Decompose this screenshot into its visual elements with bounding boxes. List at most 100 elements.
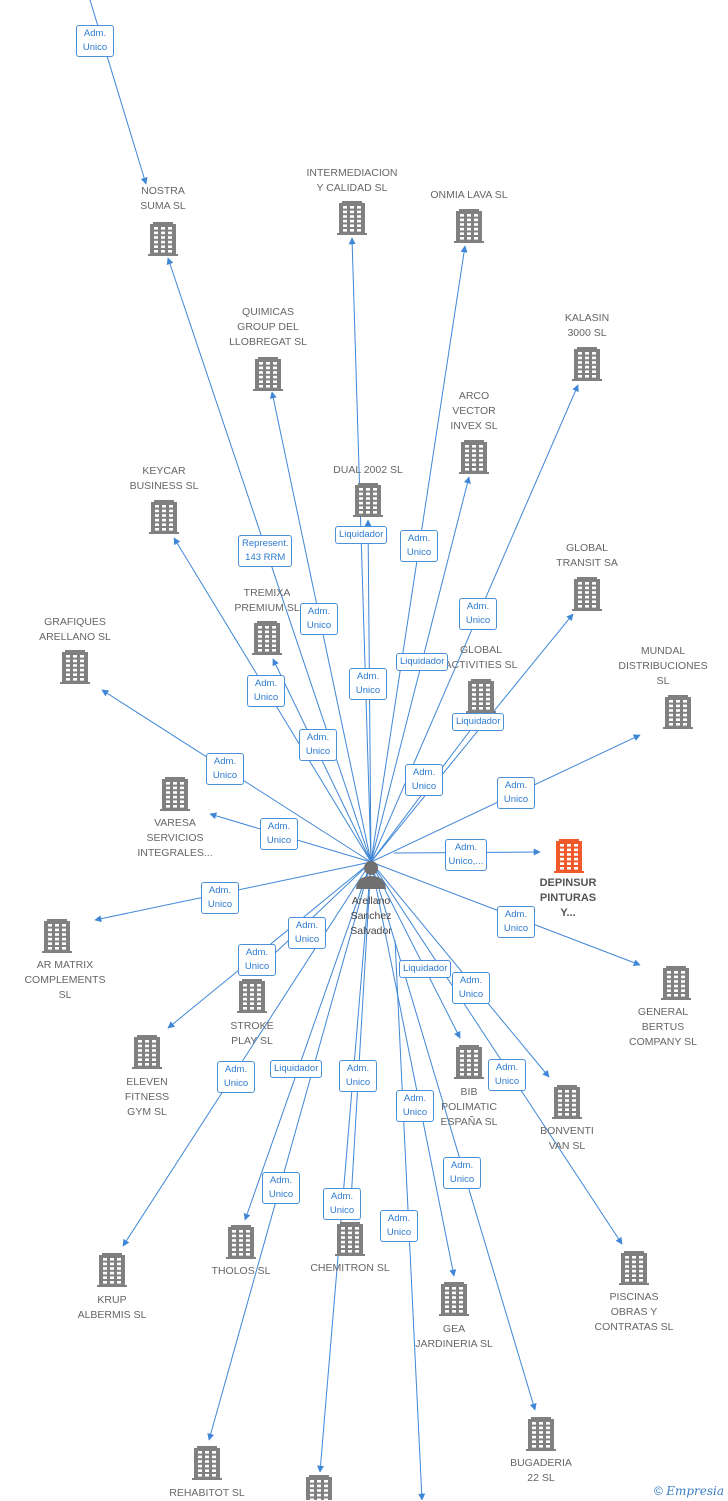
- edge-to-bib: [370, 861, 461, 1039]
- relation-label[interactable]: Adm. Unico: [400, 530, 438, 562]
- company-label-eleven[interactable]: ELEVEN FITNESS GYM SL: [124, 1076, 170, 1118]
- building-icon[interactable]: [661, 966, 691, 1000]
- building-icon[interactable]: [42, 919, 72, 953]
- building-icon[interactable]: [663, 695, 693, 729]
- relation-label[interactable]: Adm. Unico: [443, 1157, 481, 1189]
- company-label-quimicas[interactable]: QUIMICAS GROUP DEL LLOBREGAT SL: [229, 306, 307, 348]
- company-label-bib[interactable]: BIB POLIMATIC ESPAÑA SL: [440, 1086, 498, 1128]
- main-company-building-icon[interactable]: [554, 839, 584, 873]
- building-icon[interactable]: [237, 979, 267, 1013]
- relation-label[interactable]: Adm. Unico: [300, 603, 338, 635]
- relation-label[interactable]: Adm. Unico: [262, 1172, 300, 1204]
- edge-to-krup: [122, 861, 372, 1247]
- company-label-nostra[interactable]: NOSTRA SUMA SL: [140, 185, 186, 212]
- relation-label[interactable]: Adm. Unico: [206, 753, 244, 785]
- person-name[interactable]: Arellano Sanchez Salvador: [350, 895, 392, 937]
- company-label-stroke[interactable]: STROKE PLAY SL: [230, 1020, 274, 1047]
- relation-label[interactable]: Adm. Unico: [260, 818, 298, 850]
- edge-to-global_transit: [370, 613, 574, 863]
- relation-label[interactable]: Adm. Unico: [349, 668, 387, 700]
- building-icon[interactable]: [226, 1225, 256, 1259]
- edge-to-bonventi: [370, 861, 550, 1078]
- relation-label[interactable]: Adm. Unico: [497, 906, 535, 938]
- building-icon[interactable]: [459, 440, 489, 474]
- relation-label[interactable]: Adm. Unico: [497, 777, 535, 809]
- relation-label[interactable]: Adm. Unico,...: [444, 839, 488, 871]
- company-label-general_bertus[interactable]: GENERAL BERTUS COMPANY SL: [629, 1006, 697, 1048]
- company-label-keycar[interactable]: KEYCAR BUSINESS SL: [129, 465, 199, 492]
- building-icon[interactable]: [148, 222, 178, 256]
- relation-label[interactable]: Adm. Unico: [396, 1090, 434, 1122]
- relation-label[interactable]: Adm. Unico: [459, 598, 497, 630]
- relation-label[interactable]: Adm. Unico: [405, 764, 443, 796]
- building-icon[interactable]: [149, 500, 179, 534]
- edge-to-bugaderia: [370, 861, 537, 1411]
- building-icon[interactable]: [253, 357, 283, 391]
- relation-label[interactable]: Adm. Unico: [201, 882, 239, 914]
- company-label-arco[interactable]: ARCO VECTOR INVEX SL: [450, 390, 498, 432]
- company-label-dual[interactable]: DUAL 2002 SL: [333, 464, 403, 476]
- company-label-bonventi[interactable]: BONVENTI VAN SL: [540, 1125, 594, 1152]
- building-icon[interactable]: [160, 777, 190, 811]
- building-icon[interactable]: [192, 1446, 222, 1480]
- company-label-tremixa[interactable]: TREMIXA PREMIUM SL: [234, 587, 300, 614]
- relation-label[interactable]: Adm. Unico: [488, 1059, 526, 1091]
- building-icon[interactable]: [526, 1417, 556, 1451]
- building-icon[interactable]: [337, 201, 367, 235]
- building-icon[interactable]: [466, 679, 496, 713]
- company-label-varesa[interactable]: VARESA SERVICIOS INTEGRALES...: [137, 817, 213, 859]
- building-icon[interactable]: [335, 1222, 365, 1256]
- company-label-krup[interactable]: KRUP ALBERMIS SL: [77, 1294, 147, 1321]
- company-label-global_activities[interactable]: GLOBAL ACTIVITIES SL: [444, 644, 518, 671]
- relation-label[interactable]: Liquidador: [335, 526, 388, 544]
- building-icon[interactable]: [619, 1251, 649, 1285]
- building-icon[interactable]: [353, 483, 383, 517]
- company-label-grafiques[interactable]: GRAFIQUES ARELLANO SL: [39, 616, 111, 643]
- company-label-mundal[interactable]: MUNDAL DISTRIBUCIONES SL: [618, 645, 708, 687]
- main-company-name[interactable]: DEPINSUR PINTURAS Y...: [539, 877, 597, 919]
- relation-label[interactable]: Adm. Unico: [339, 1060, 377, 1092]
- relation-label[interactable]: Adm. Unico: [380, 1210, 418, 1242]
- building-icon[interactable]: [552, 1085, 582, 1119]
- edge-to-gea: [370, 861, 457, 1277]
- building-icon[interactable]: [572, 347, 602, 381]
- edge-to-piscinas: [370, 861, 623, 1245]
- relation-label[interactable]: Adm. Unico: [288, 917, 326, 949]
- company-label-gea[interactable]: GEA JARDINERIA SL: [415, 1323, 493, 1350]
- company-label-kalasin[interactable]: KALASIN 3000 SL: [564, 312, 610, 339]
- relation-label[interactable]: Adm. Unico: [247, 675, 285, 707]
- relation-label[interactable]: Liquidador: [270, 1060, 323, 1078]
- relation-label[interactable]: Adm. Unico: [76, 25, 114, 57]
- company-label-tholos[interactable]: THOLOS SL: [211, 1265, 271, 1277]
- building-icon[interactable]: [454, 209, 484, 243]
- company-label-rehabitot[interactable]: REHABITOT SL: [169, 1487, 245, 1499]
- relation-label[interactable]: Adm. Unico: [323, 1188, 361, 1220]
- company-label-ar_matrix[interactable]: AR MATRIX COMPLEMENTS SL: [24, 959, 106, 1001]
- company-label-global_transit[interactable]: GLOBAL TRANSIT SA: [556, 542, 618, 569]
- company-label-chemitron[interactable]: CHEMITRON SL: [310, 1262, 390, 1274]
- relation-label[interactable]: Liquidador: [399, 960, 452, 978]
- relation-label[interactable]: Represent. 143 RRM: [238, 535, 293, 567]
- company-label-onmia[interactable]: ONMIA LAVA SL: [430, 189, 508, 201]
- building-icon[interactable]: [304, 1475, 334, 1500]
- building-icon[interactable]: [60, 650, 90, 684]
- building-icon[interactable]: [454, 1045, 484, 1079]
- relation-label[interactable]: Adm. Unico: [299, 729, 337, 761]
- company-label-bugaderia[interactable]: BUGADERIA 22 SL: [510, 1457, 572, 1484]
- relation-label[interactable]: Adm. Unico: [238, 944, 276, 976]
- edge-to-chemitron: [346, 861, 372, 1219]
- building-icon[interactable]: [252, 621, 282, 655]
- building-icon[interactable]: [439, 1282, 469, 1316]
- copyright-footer[interactable]: © Empresia: [654, 1484, 724, 1498]
- person-icon[interactable]: [356, 861, 386, 889]
- relation-label[interactable]: Adm. Unico: [452, 972, 490, 1004]
- building-icon[interactable]: [572, 577, 602, 611]
- edge-to-bottom_unnamed: [317, 861, 372, 1473]
- relation-label[interactable]: Adm. Unico: [217, 1061, 255, 1093]
- relation-label[interactable]: Liquidador: [452, 713, 505, 731]
- building-icon[interactable]: [132, 1035, 162, 1069]
- company-label-intermediacion[interactable]: INTERMEDIACION Y CALIDAD SL: [306, 167, 398, 194]
- building-icon[interactable]: [97, 1253, 127, 1287]
- relation-label[interactable]: Liquidador: [396, 653, 449, 671]
- company-label-piscinas[interactable]: PISCINAS OBRAS Y CONTRATAS SL: [594, 1291, 674, 1333]
